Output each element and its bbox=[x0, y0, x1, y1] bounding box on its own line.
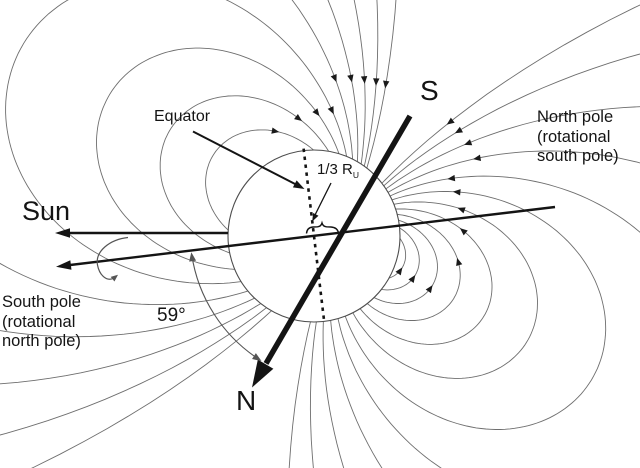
sun-direction-arrow bbox=[55, 228, 228, 238]
rotational-north-pole-line1: South pole bbox=[2, 293, 81, 311]
magnetic-north-pole-label: N bbox=[236, 385, 257, 416]
tilt-angle-arc bbox=[189, 252, 262, 361]
equator-pointer-arrow bbox=[192, 130, 305, 189]
dipole-offset-text: 1/3 R bbox=[317, 161, 353, 178]
magnetic-axis bbox=[252, 114, 413, 388]
offset-pointer-arrow bbox=[312, 182, 332, 222]
rotational-south-pole-line1: North pole bbox=[537, 108, 614, 126]
rotational-north-pole-line3: north pole) bbox=[2, 332, 81, 350]
rotational-north-pole-label: South pole (rotational north pole) bbox=[2, 293, 81, 352]
rotational-south-pole-label: North pole (rotational south pole) bbox=[537, 108, 619, 167]
sun-label: Sun bbox=[22, 196, 71, 226]
rotational-north-pole-line2: (rotational bbox=[2, 312, 76, 331]
rotational-south-pole-line2: (rotational bbox=[537, 127, 611, 146]
tilt-angle-label: 59° bbox=[157, 305, 186, 326]
dipole-offset-subscript: U bbox=[352, 170, 359, 180]
equator-label: Equator bbox=[154, 108, 211, 125]
offset-brace bbox=[305, 220, 340, 234]
field-arrowheads bbox=[271, 73, 482, 294]
rotation-axis bbox=[56, 205, 556, 270]
magnetic-south-pole-label: S bbox=[420, 75, 439, 106]
rotational-south-pole-line3: south pole) bbox=[537, 147, 619, 165]
dipole-offset-label: 1/3 RU bbox=[317, 161, 359, 180]
rotation-direction-arrow bbox=[96, 236, 129, 282]
